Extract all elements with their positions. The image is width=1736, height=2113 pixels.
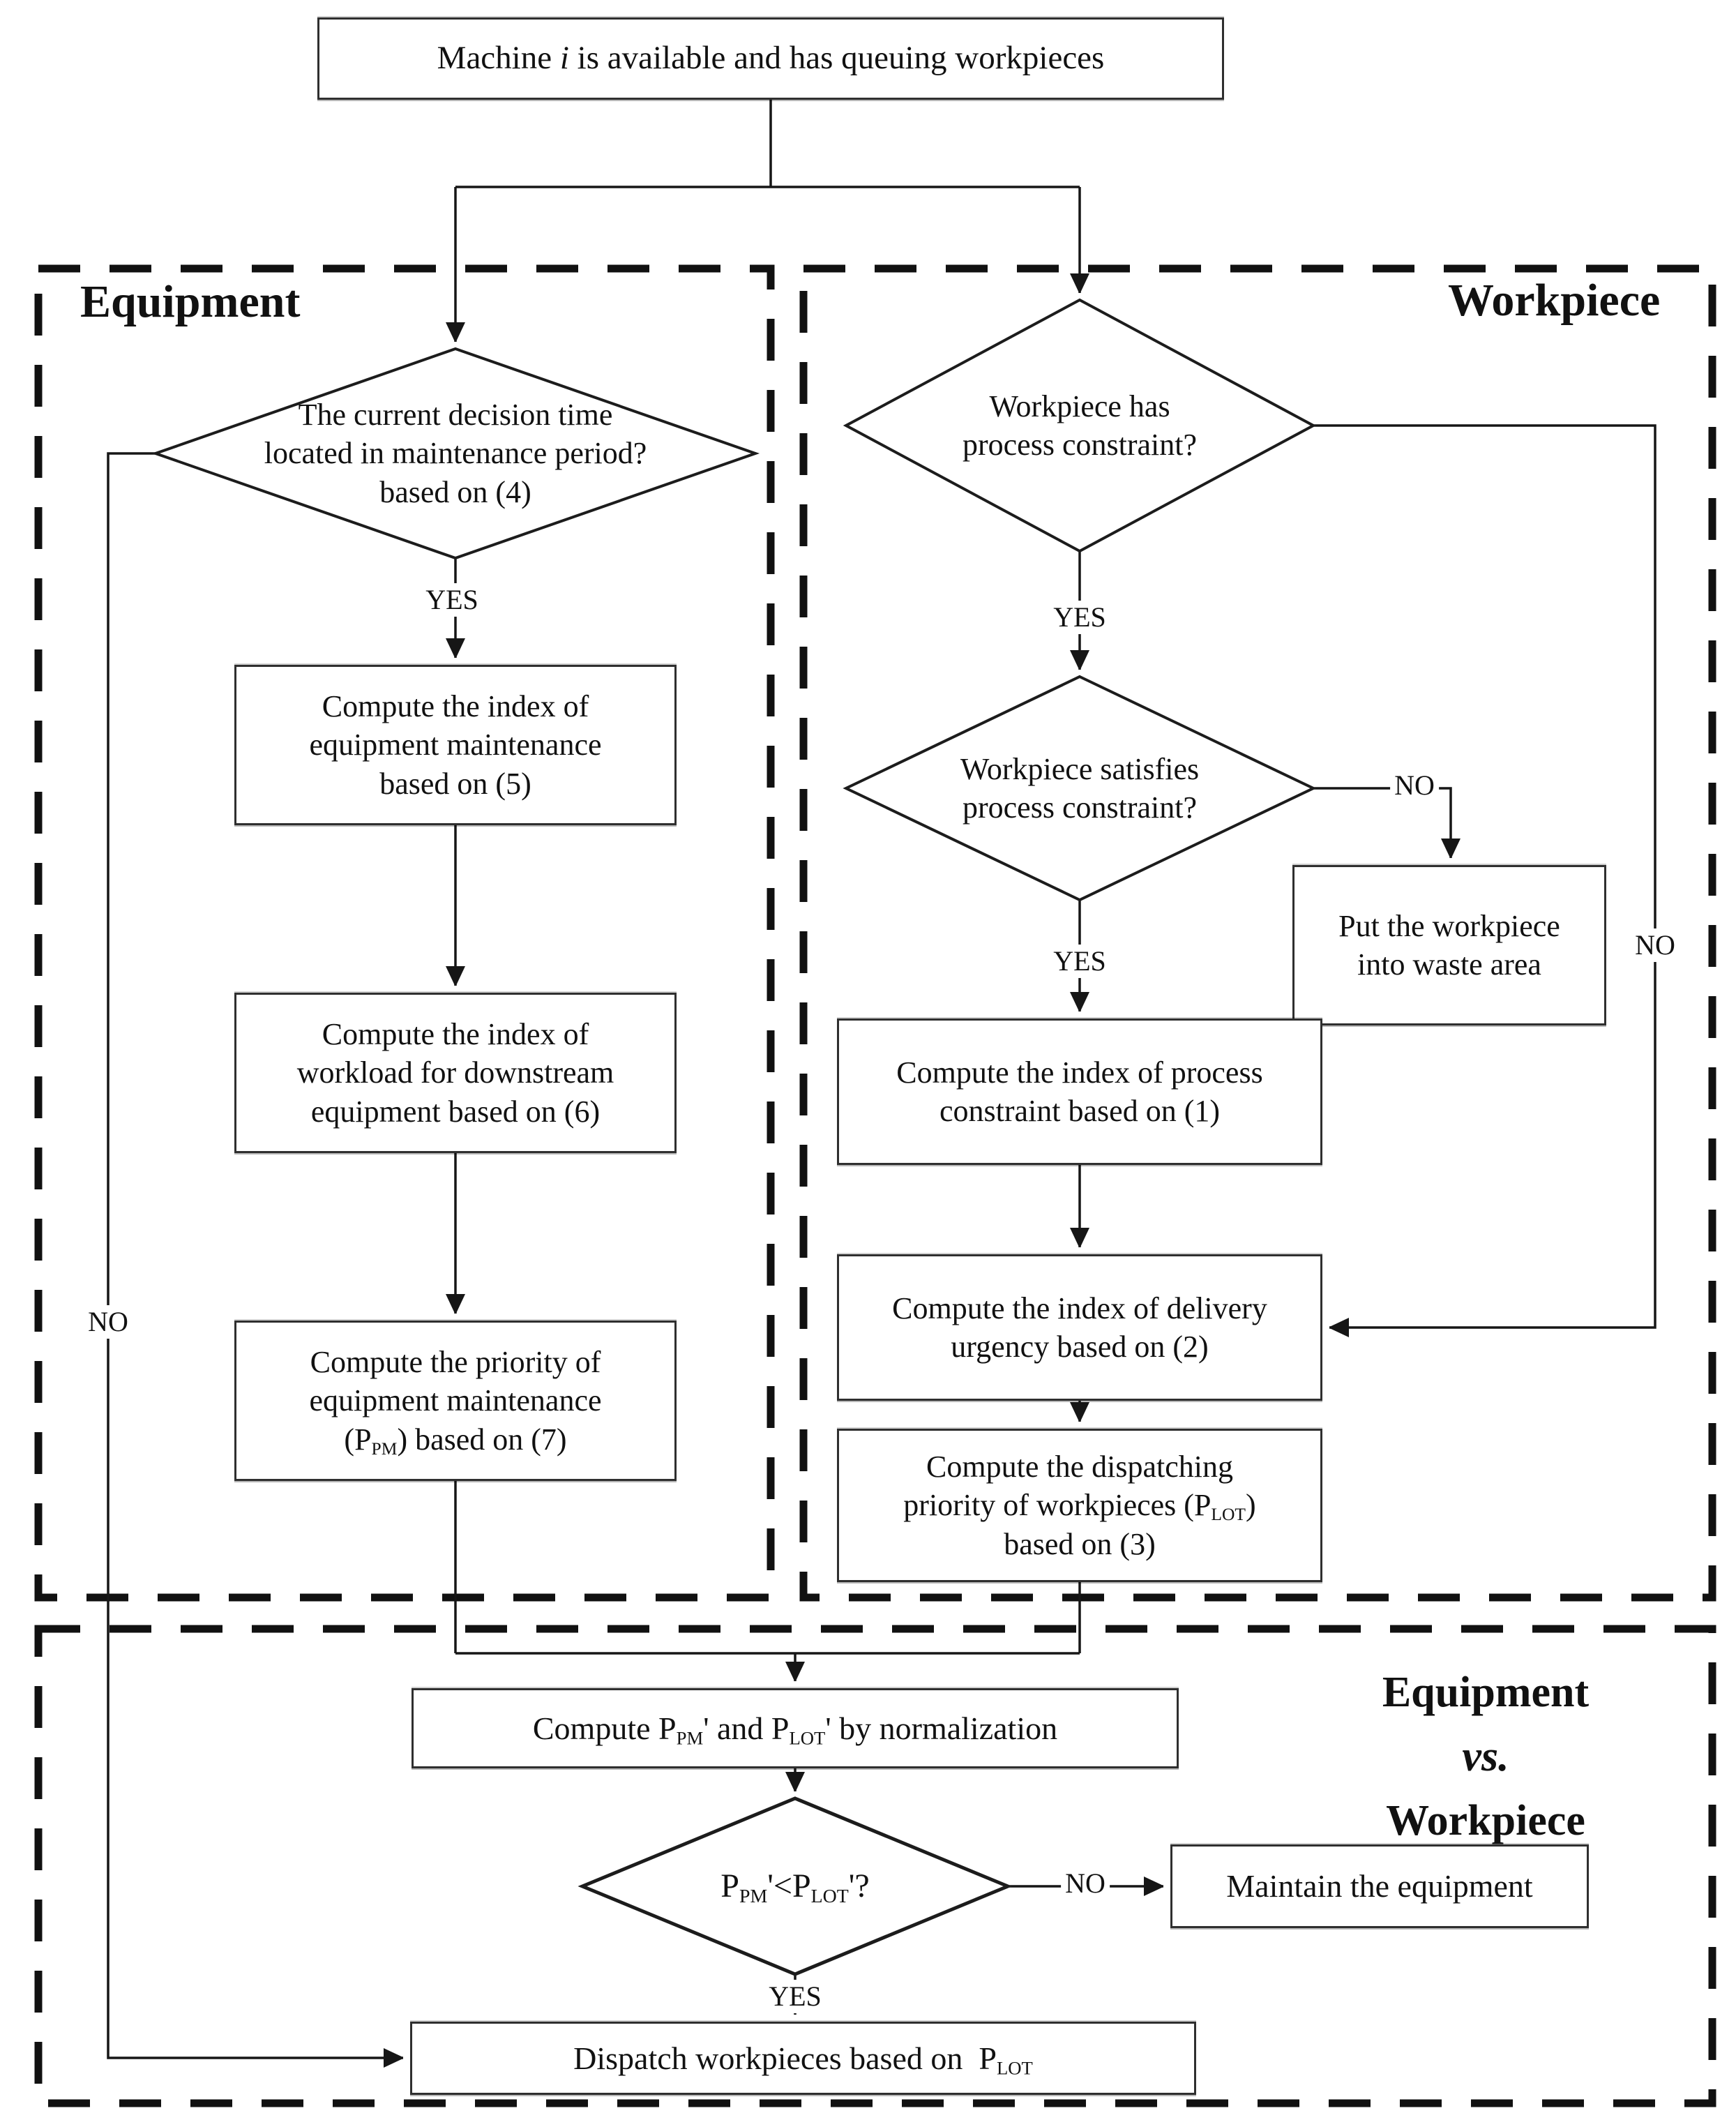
compute-delivery-urgency-node: Compute the index of delivery urgency ba…	[837, 1254, 1322, 1401]
decision-satisfies-constraint-shape	[843, 675, 1317, 902]
compute-equipment-maintenance-node: Compute the index of equipment maintenan…	[234, 665, 677, 825]
equipment-region-title: Equipment	[80, 276, 301, 327]
edge-label-no-satisfies: NO	[1390, 769, 1439, 802]
maintain-equipment-node: Maintain the equipment	[1170, 1844, 1589, 1928]
equipment-vs-workpiece-region-border	[34, 1625, 1716, 2107]
edge-label-yes-has-constraint: YES	[1049, 601, 1110, 634]
start-node: Machine i is available and has queuing w…	[317, 17, 1224, 100]
compute-normalization-node: Compute PPM' and PLOT' by normalization	[412, 1688, 1179, 1768]
decision-compare-shape	[578, 1796, 1013, 1976]
decision-compare-label: PPM'<PLOT'?	[600, 1844, 990, 1928]
decision-satisfies-constraint-label: Workpiece satisfies process constraint?	[960, 751, 1200, 825]
compute-maintenance-priority-node: Compute the priority of equipment mainte…	[234, 1321, 677, 1481]
edge-no-maintenance-long	[107, 452, 403, 2058]
decision-maintenance-period-shape	[151, 347, 760, 560]
edge-label-yes-maintenance: YES	[421, 583, 483, 617]
compute-downstream-workload-node: Compute the index of workload for downst…	[234, 993, 677, 1153]
start-node-label: Machine i is available and has queuing w…	[437, 40, 1105, 77]
compute-dispatching-priority-node: Compute the dispatching priority of work…	[837, 1429, 1322, 1582]
dispatch-workpieces-node: Dispatch workpieces based on PLOT	[410, 2022, 1196, 2095]
edge-label-no-has-constraint: NO	[1631, 928, 1680, 962]
edge-no-has-constraint	[1313, 424, 1656, 1328]
equipment-vs-workpiece-title-line1: Equipment	[1382, 1669, 1590, 1716]
edge-no-to-waste	[1313, 787, 1451, 858]
dispatch-workpieces-label: Dispatch workpieces based on PLOT	[573, 2040, 1033, 2078]
workpiece-region-title: Workpiece	[1448, 275, 1661, 326]
edge-label-yes-compare: YES	[764, 1980, 826, 2013]
edge-label-no-compare: NO	[1061, 1867, 1110, 1900]
equipment-region-border	[34, 264, 775, 1602]
workpiece-region-border	[799, 264, 1716, 1602]
equipment-vs-workpiece-title-line2: vs.	[1462, 1733, 1509, 1780]
equipment-vs-workpiece-title-line3: Workpiece	[1386, 1797, 1585, 1844]
edge-label-yes-satisfies: YES	[1049, 945, 1110, 978]
decision-compare-text: PPM'<PLOT'?	[720, 1867, 870, 1907]
decision-has-constraint-label: Workpiece has process constraint?	[963, 389, 1197, 462]
edge-label-no-maintenance: NO	[84, 1305, 133, 1339]
decision-maintenance-period-label: The current decision time located in mai…	[264, 397, 647, 509]
put-workpiece-waste-node: Put the workpiece into waste area	[1292, 865, 1606, 1025]
compute-process-constraint-node: Compute the index of process constraint …	[837, 1018, 1322, 1165]
compute-normalization-label: Compute PPM' and PLOT' by normalization	[532, 1710, 1058, 1748]
decision-has-constraint-shape	[843, 298, 1317, 553]
